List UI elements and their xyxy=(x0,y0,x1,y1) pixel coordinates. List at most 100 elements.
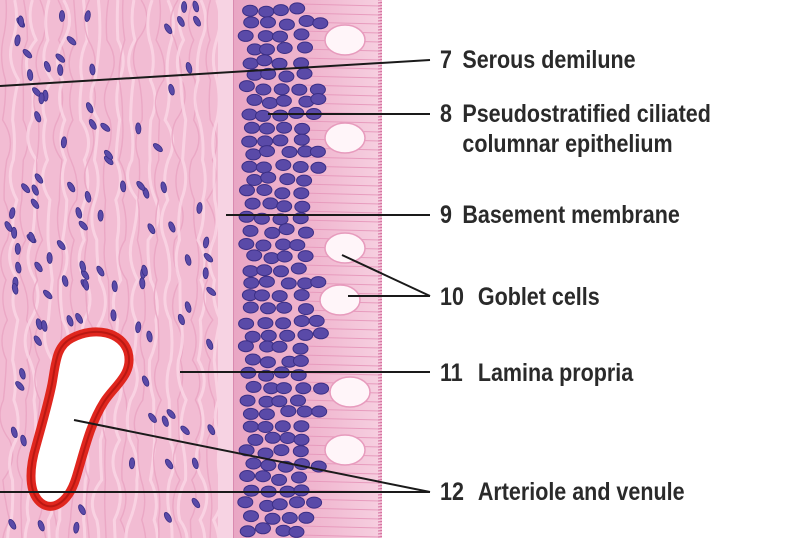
epithelial-nucleus xyxy=(258,318,273,329)
fibroblast-nucleus xyxy=(59,11,64,22)
fibroblast-nucleus xyxy=(98,210,103,221)
epithelial-nucleus xyxy=(243,266,258,277)
goblet-cell xyxy=(325,25,365,55)
label-serous-demilune: 7Serous demilune xyxy=(440,45,636,75)
epithelial-nucleus xyxy=(259,6,274,17)
epithelial-nucleus xyxy=(256,240,271,251)
epithelial-nucleus xyxy=(294,290,309,301)
epithelial-nucleus xyxy=(246,458,261,469)
fibroblast-nucleus xyxy=(139,278,145,289)
epithelial-nucleus xyxy=(242,161,257,172)
epithelial-nucleus xyxy=(272,474,287,485)
epithelial-nucleus xyxy=(277,302,292,313)
epithelial-nucleus xyxy=(257,265,272,276)
epithelial-nucleus xyxy=(275,421,290,432)
epithelial-nucleus xyxy=(311,277,326,288)
epithelial-nucleus xyxy=(294,134,309,145)
epithelial-nucleus xyxy=(239,239,254,250)
epithelial-nucleus xyxy=(255,290,270,301)
epithelial-nucleus xyxy=(294,188,309,199)
fibroblast-nucleus xyxy=(61,137,67,148)
epithelial-nucleus xyxy=(292,472,307,483)
epithelial-nucleus xyxy=(243,408,258,419)
epithelial-nucleus xyxy=(296,383,311,394)
epithelial-nucleus xyxy=(265,513,280,524)
goblet-cell xyxy=(330,377,370,407)
label-text: Arteriole and venule xyxy=(478,478,685,506)
epithelial-nucleus xyxy=(264,253,279,264)
epithelial-nucleus xyxy=(273,110,288,121)
epithelial-nucleus xyxy=(272,499,287,510)
epithelial-nucleus xyxy=(244,17,259,28)
epithelial-nucleus xyxy=(299,304,314,315)
epithelial-nucleus xyxy=(272,291,287,302)
fibroblast-nucleus xyxy=(203,268,208,279)
epithelial-nucleus xyxy=(247,250,262,261)
epithelial-nucleus xyxy=(280,330,295,341)
epithelial-nucleus xyxy=(276,239,291,250)
epithelial-nucleus xyxy=(239,211,254,222)
goblet-cell xyxy=(325,123,365,153)
epithelial-nucleus xyxy=(307,497,322,508)
epithelial-nucleus xyxy=(273,5,288,16)
epithelial-nucleus xyxy=(243,5,258,16)
epithelial-nucleus xyxy=(290,497,305,508)
epithelial-nucleus xyxy=(279,224,294,235)
epithelial-nucleus xyxy=(256,110,271,121)
epithelial-nucleus xyxy=(244,277,259,288)
fibroblast-nucleus xyxy=(47,252,53,263)
epithelial-nucleus xyxy=(281,406,296,417)
epithelial-nucleus xyxy=(240,471,255,482)
epithelial-nucleus xyxy=(260,357,275,368)
epithelial-nucleus xyxy=(245,354,260,365)
epithelial-nucleus xyxy=(275,188,290,199)
epithelial-nucleus xyxy=(311,94,326,105)
epithelial-nucleus xyxy=(281,278,296,289)
epithelial-nucleus xyxy=(263,198,278,209)
epithelial-nucleus xyxy=(240,395,255,406)
epithelial-nucleus xyxy=(261,172,276,183)
epithelial-nucleus xyxy=(291,395,306,406)
label-number: 9 xyxy=(440,200,462,230)
epithelial-nucleus xyxy=(290,3,305,14)
epithelial-nucleus xyxy=(313,18,328,29)
fibroblast-nucleus xyxy=(57,64,63,75)
epithelial-nucleus xyxy=(272,396,287,407)
fibroblast-nucleus xyxy=(15,243,20,254)
epithelial-nucleus xyxy=(293,162,308,173)
epithelial-nucleus xyxy=(243,302,258,313)
epithelial-nucleus xyxy=(297,68,312,79)
epithelial-nucleus xyxy=(291,263,306,274)
epithelial-nucleus xyxy=(245,198,260,209)
fibroblast-nucleus xyxy=(129,458,135,469)
epithelial-nucleus xyxy=(276,95,291,106)
epithelial-nucleus xyxy=(261,303,276,314)
epithelial-nucleus xyxy=(298,251,313,262)
epithelial-nucleus xyxy=(297,175,312,186)
epithelial-nucleus xyxy=(298,278,313,289)
epithelial-nucleus xyxy=(276,160,291,171)
epithelial-nucleus xyxy=(243,58,258,69)
epithelial-nucleus xyxy=(292,84,307,95)
epithelial-nucleus xyxy=(295,123,310,134)
epithelial-nucleus xyxy=(299,512,314,523)
epithelial-nucleus xyxy=(242,136,257,147)
goblet-cell xyxy=(325,233,365,263)
epithelial-nucleus xyxy=(261,330,276,341)
epithelial-nucleus xyxy=(238,341,253,352)
epithelial-nucleus xyxy=(280,174,295,185)
epithelial-nucleus xyxy=(247,94,262,105)
fibroblast-nucleus xyxy=(135,322,141,333)
fibroblast-nucleus xyxy=(135,123,141,134)
epithelial-nucleus xyxy=(276,383,291,394)
epithelial-nucleus xyxy=(294,485,309,496)
label-text-line2: columnar epithelium xyxy=(462,130,672,158)
epithelial-nucleus xyxy=(314,383,329,394)
label-text: Basement membrane xyxy=(462,201,679,229)
epithelial-nucleus xyxy=(294,29,309,40)
epithelial-nucleus xyxy=(297,406,312,417)
epithelial-nucleus xyxy=(312,406,327,417)
